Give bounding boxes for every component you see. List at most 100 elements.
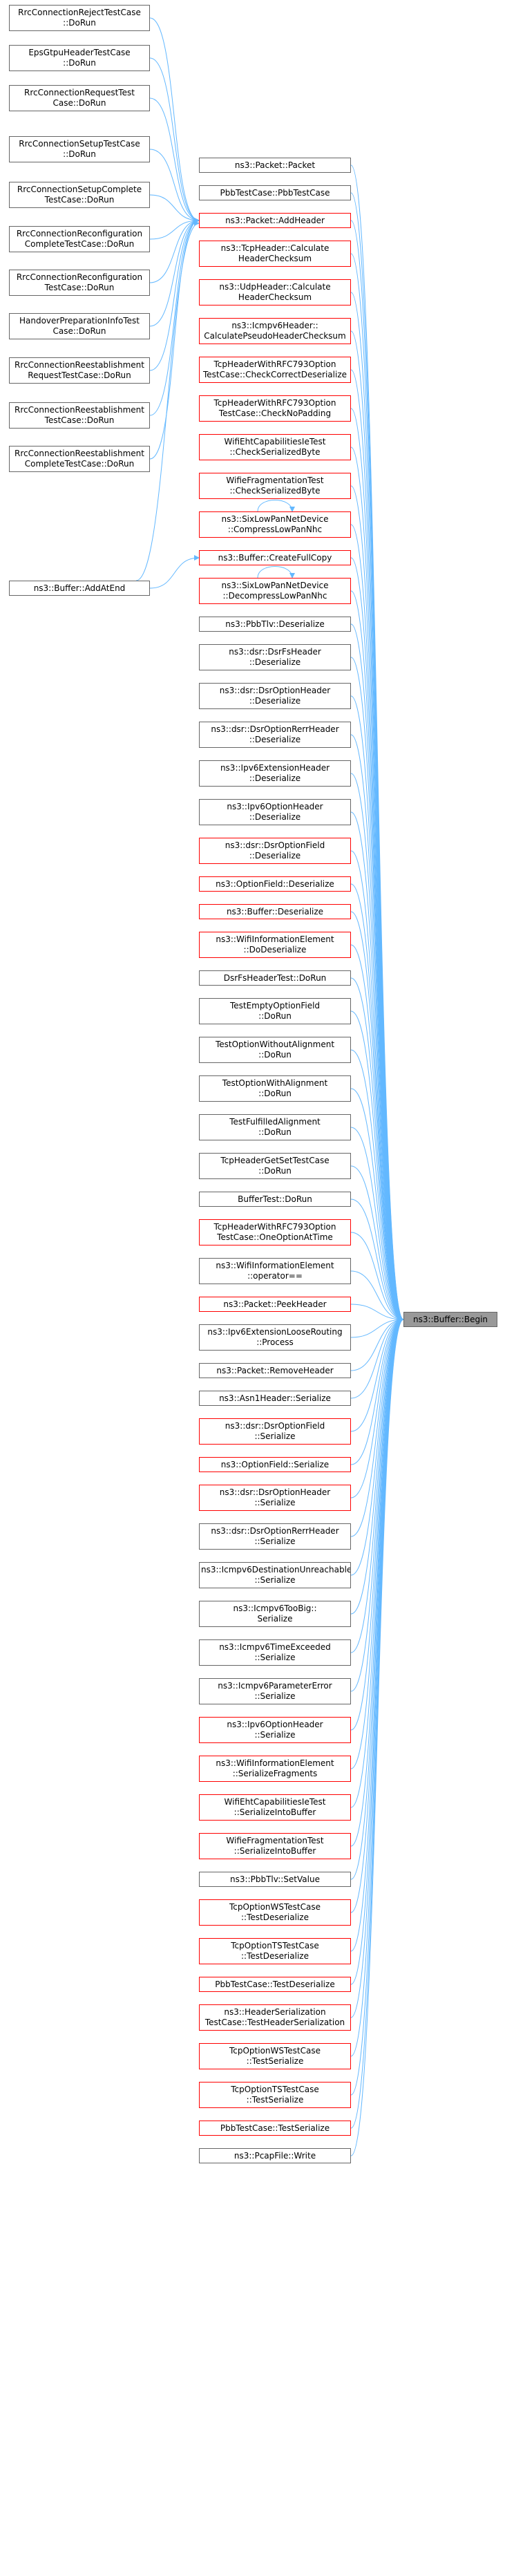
edge-middle-45: [350, 1317, 404, 1769]
node-label-line: PbbTestCase::TestDeserialize: [215, 1979, 335, 1989]
node-ns3-dsr-dsroptionheader-serialize[interactable]: ns3::dsr::DsrOptionHeader::Serialize: [199, 1485, 351, 1511]
node-rrcconnectionsetuptestcase-dorun[interactable]: RrcConnectionSetupTestCase::DoRun: [9, 136, 150, 162]
node-ns3-dsr-dsrfsheader-deserialize[interactable]: ns3::dsr::DsrFsHeader::Deserialize: [199, 644, 351, 670]
node-ns3-icmpv6parametererror-serialize[interactable]: ns3::Icmpv6ParameterError::Serialize: [199, 1678, 351, 1704]
node-wifiefragmentationtest-serializeintobuffer[interactable]: WifieFragmentationTest::SerializeIntoBuf…: [199, 1833, 351, 1859]
node-ns3-packet-packet[interactable]: ns3::Packet::Packet: [199, 158, 351, 173]
node-ns3-icmpv6timeexceeded-serialize[interactable]: ns3::Icmpv6TimeExceeded::Serialize: [199, 1639, 351, 1666]
node-wifiehtcapabilitiesietest-serializeintobuffer[interactable]: WifiEhtCapabilitiesIeTest::SerializeInto…: [199, 1794, 351, 1821]
node-ns3-packet-peekheader[interactable]: ns3::Packet::PeekHeader: [199, 1297, 351, 1312]
node-label-line: ::Serialize: [254, 1498, 296, 1507]
node-testfulfilledalignment-dorun[interactable]: TestFulfilledAlignment::DoRun: [199, 1114, 351, 1140]
node-ns3-dsr-dsroptionrerrheader-serialize[interactable]: ns3::dsr::DsrOptionRerrHeader::Serialize: [199, 1523, 351, 1550]
node-wifiefragmentationtest-checkserializedbyte[interactable]: WifieFragmentationTest::CheckSerializedB…: [199, 473, 351, 499]
node-tcpoptionwstestcase-testdeserialize[interactable]: TcpOptionWSTestCase::TestDeserialize: [199, 1899, 351, 1926]
node-testoptionwithoutalignment-dorun[interactable]: TestOptionWithoutAlignment::DoRun: [199, 1037, 351, 1063]
node-label-line: TestCase::CheckCorrectDeserialize: [202, 370, 347, 379]
node-label-line: RequestTestCase::DoRun: [28, 370, 131, 380]
node-ns3-packet-removeheader[interactable]: ns3::Packet::RemoveHeader: [199, 1363, 351, 1378]
node-epsgtpuheadertestcase-dorun[interactable]: EpsGtpuHeaderTestCase::DoRun: [9, 45, 150, 71]
node-buffertest-dorun[interactable]: BufferTest::DoRun: [199, 1192, 351, 1207]
node-tcpheadergetsettestcase-dorun[interactable]: TcpHeaderGetSetTestCase::DoRun: [199, 1153, 351, 1179]
node-pbbtestcase-pbbtestcase[interactable]: PbbTestCase::PbbTestCase: [199, 185, 351, 200]
node-label-line: RrcConnectionSetupComplete: [17, 185, 142, 194]
node-ns3-optionfield-serialize[interactable]: ns3::OptionField::Serialize: [199, 1457, 351, 1472]
node-wifiehtcapabilitiesietest-checkserializedbyte[interactable]: WifiEhtCapabilitiesIeTest::CheckSerializ…: [199, 434, 351, 460]
node-ns3-icmpv6toobig-serialize[interactable]: ns3::Icmpv6TooBig::Serialize: [199, 1601, 351, 1627]
node-ns3-pbbtlv-setvalue[interactable]: ns3::PbbTlv::SetValue: [199, 1872, 351, 1887]
node-ns3-sixlowpannetdevice-decompresslowpannhc[interactable]: ns3::SixLowPanNetDevice::DecompressLowPa…: [199, 578, 351, 604]
node-label-line: ns3::Icmpv6TooBig::: [233, 1604, 317, 1613]
node-label-line: ::Deserialize: [249, 657, 301, 667]
node-ns3-buffer-addatend[interactable]: ns3::Buffer::AddAtEnd: [9, 581, 150, 596]
node-label-line: TcpHeaderWithRFC793Option: [213, 359, 336, 369]
node-ns3-dsr-dsroptionheader-deserialize[interactable]: ns3::dsr::DsrOptionHeader::Deserialize: [199, 683, 351, 709]
edge-left-0: [149, 17, 200, 223]
node-ns3-dsr-dsroptionfield-deserialize[interactable]: ns3::dsr::DsrOptionField::Deserialize: [199, 838, 351, 864]
node-ns3-pbbtlv-deserialize[interactable]: ns3::PbbTlv::Deserialize: [199, 617, 351, 632]
node-ns3-optionfield-deserialize[interactable]: ns3::OptionField::Deserialize: [199, 876, 351, 892]
node-tcpoptionwstestcase-testserialize[interactable]: TcpOptionWSTestCase::TestSerialize: [199, 2043, 351, 2069]
edge-left-7: [149, 218, 200, 327]
node-testemptyoptionfield-dorun[interactable]: TestEmptyOptionField::DoRun: [199, 998, 351, 1024]
edge-middle-50: [350, 1317, 404, 1952]
node-pbbtestcase-testdeserialize[interactable]: PbbTestCase::TestDeserialize: [199, 1977, 351, 1992]
edge-middle-48: [350, 1317, 404, 1880]
node-ns3-wifiinformationelement-operator[interactable]: ns3::WifiInformationElement::operator==: [199, 1258, 351, 1284]
node-tcpoptiontstestcase-testserialize[interactable]: TcpOptionTSTestCase::TestSerialize: [199, 2082, 351, 2108]
node-label-line: RrcConnectionSetupTestCase: [19, 139, 140, 149]
node-ns3-buffer-deserialize[interactable]: ns3::Buffer::Deserialize: [199, 904, 351, 919]
node-label-line: ns3::Buffer::AddAtEnd: [33, 583, 126, 593]
edge-middle-47: [350, 1317, 404, 1847]
node-ns3-packet-addheader[interactable]: ns3::Packet::AddHeader: [199, 213, 351, 228]
node-label-line: ::Deserialize: [249, 696, 301, 706]
node-tcpoptiontstestcase-testdeserialize[interactable]: TcpOptionTSTestCase::TestDeserialize: [199, 1938, 351, 1964]
node-ns3-buffer-begin[interactable]: ns3::Buffer::Begin: [403, 1312, 497, 1327]
node-ns3-ipv6extensionheader-deserialize[interactable]: ns3::Ipv6ExtensionHeader::Deserialize: [199, 760, 351, 787]
node-label-line: TcpOptionWSTestCase: [229, 2046, 321, 2056]
node-label-line: ns3::WifiInformationElement: [216, 1261, 334, 1270]
node-ns3-icmpv6header-calculatepseudoheaderchecksum[interactable]: ns3::Icmpv6Header::CalculatePseudoHeader…: [199, 318, 351, 344]
node-label-line: WifieFragmentationTest: [226, 476, 324, 485]
node-rrcconnectionrejecttestcase-dorun[interactable]: RrcConnectionRejectTestCase::DoRun: [9, 5, 150, 31]
node-ns3-sixlowpannetdevice-compresslowpannhc[interactable]: ns3::SixLowPanNetDevice::CompressLowPanN…: [199, 511, 351, 538]
node-label-line: RrcConnectionReconfiguration: [16, 229, 143, 238]
node-label-line: ns3::dsr::DsrOptionHeader: [219, 1487, 331, 1497]
self-loop-compresslowpannhc: [257, 500, 295, 512]
node-label-line: BufferTest::DoRun: [238, 1194, 312, 1204]
node-ns3-wifiinformationelement-dodeserialize[interactable]: ns3::WifiInformationElement::DoDeseriali…: [199, 932, 351, 958]
node-ns3-ipv6optionheader-deserialize[interactable]: ns3::Ipv6OptionHeader::Deserialize: [199, 799, 351, 825]
node-ns3-dsr-dsroptionfield-serialize[interactable]: ns3::dsr::DsrOptionField::Serialize: [199, 1418, 351, 1445]
node-ns3-ipv6extensionlooserouting-process[interactable]: ns3::Ipv6ExtensionLooseRouting::Process: [199, 1324, 351, 1351]
node-testoptionwithalignment-dorun[interactable]: TestOptionWithAlignment::DoRun: [199, 1075, 351, 1102]
node-ns3-dsr-dsroptionrerrheader-deserialize[interactable]: ns3::dsr::DsrOptionRerrHeader::Deseriali…: [199, 722, 351, 748]
node-ns3-pcapfile-write[interactable]: ns3::PcapFile::Write: [199, 2148, 351, 2163]
node-label-line: Case::DoRun: [53, 98, 106, 108]
edge-left-4: [149, 194, 200, 223]
node-ns3-asn1header-serialize[interactable]: ns3::Asn1Header::Serialize: [199, 1391, 351, 1406]
node-ns3-buffer-createfullcopy[interactable]: ns3::Buffer::CreateFullCopy: [199, 550, 351, 565]
node-ns3-icmpv6destinationunreachable-serialize[interactable]: ns3::Icmpv6DestinationUnreachable::Seria…: [199, 1562, 351, 1588]
edge-middle-9: [350, 485, 404, 1322]
node-ns3-wifiinformationelement-serializefragments[interactable]: ns3::WifiInformationElement::SerializeFr…: [199, 1756, 351, 1782]
node-pbbtestcase-testserialize[interactable]: PbbTestCase::TestSerialize: [199, 2121, 351, 2136]
edge-left-5: [149, 218, 200, 240]
node-ns3-ipv6optionheader-serialize[interactable]: ns3::Ipv6OptionHeader::Serialize: [199, 1717, 351, 1743]
node-label-line: TestEmptyOptionField: [229, 1001, 321, 1010]
node-dsrfsheadertest-dorun[interactable]: DsrFsHeaderTest::DoRun: [199, 970, 351, 986]
node-label-line: ns3::Buffer::CreateFullCopy: [218, 552, 332, 563]
